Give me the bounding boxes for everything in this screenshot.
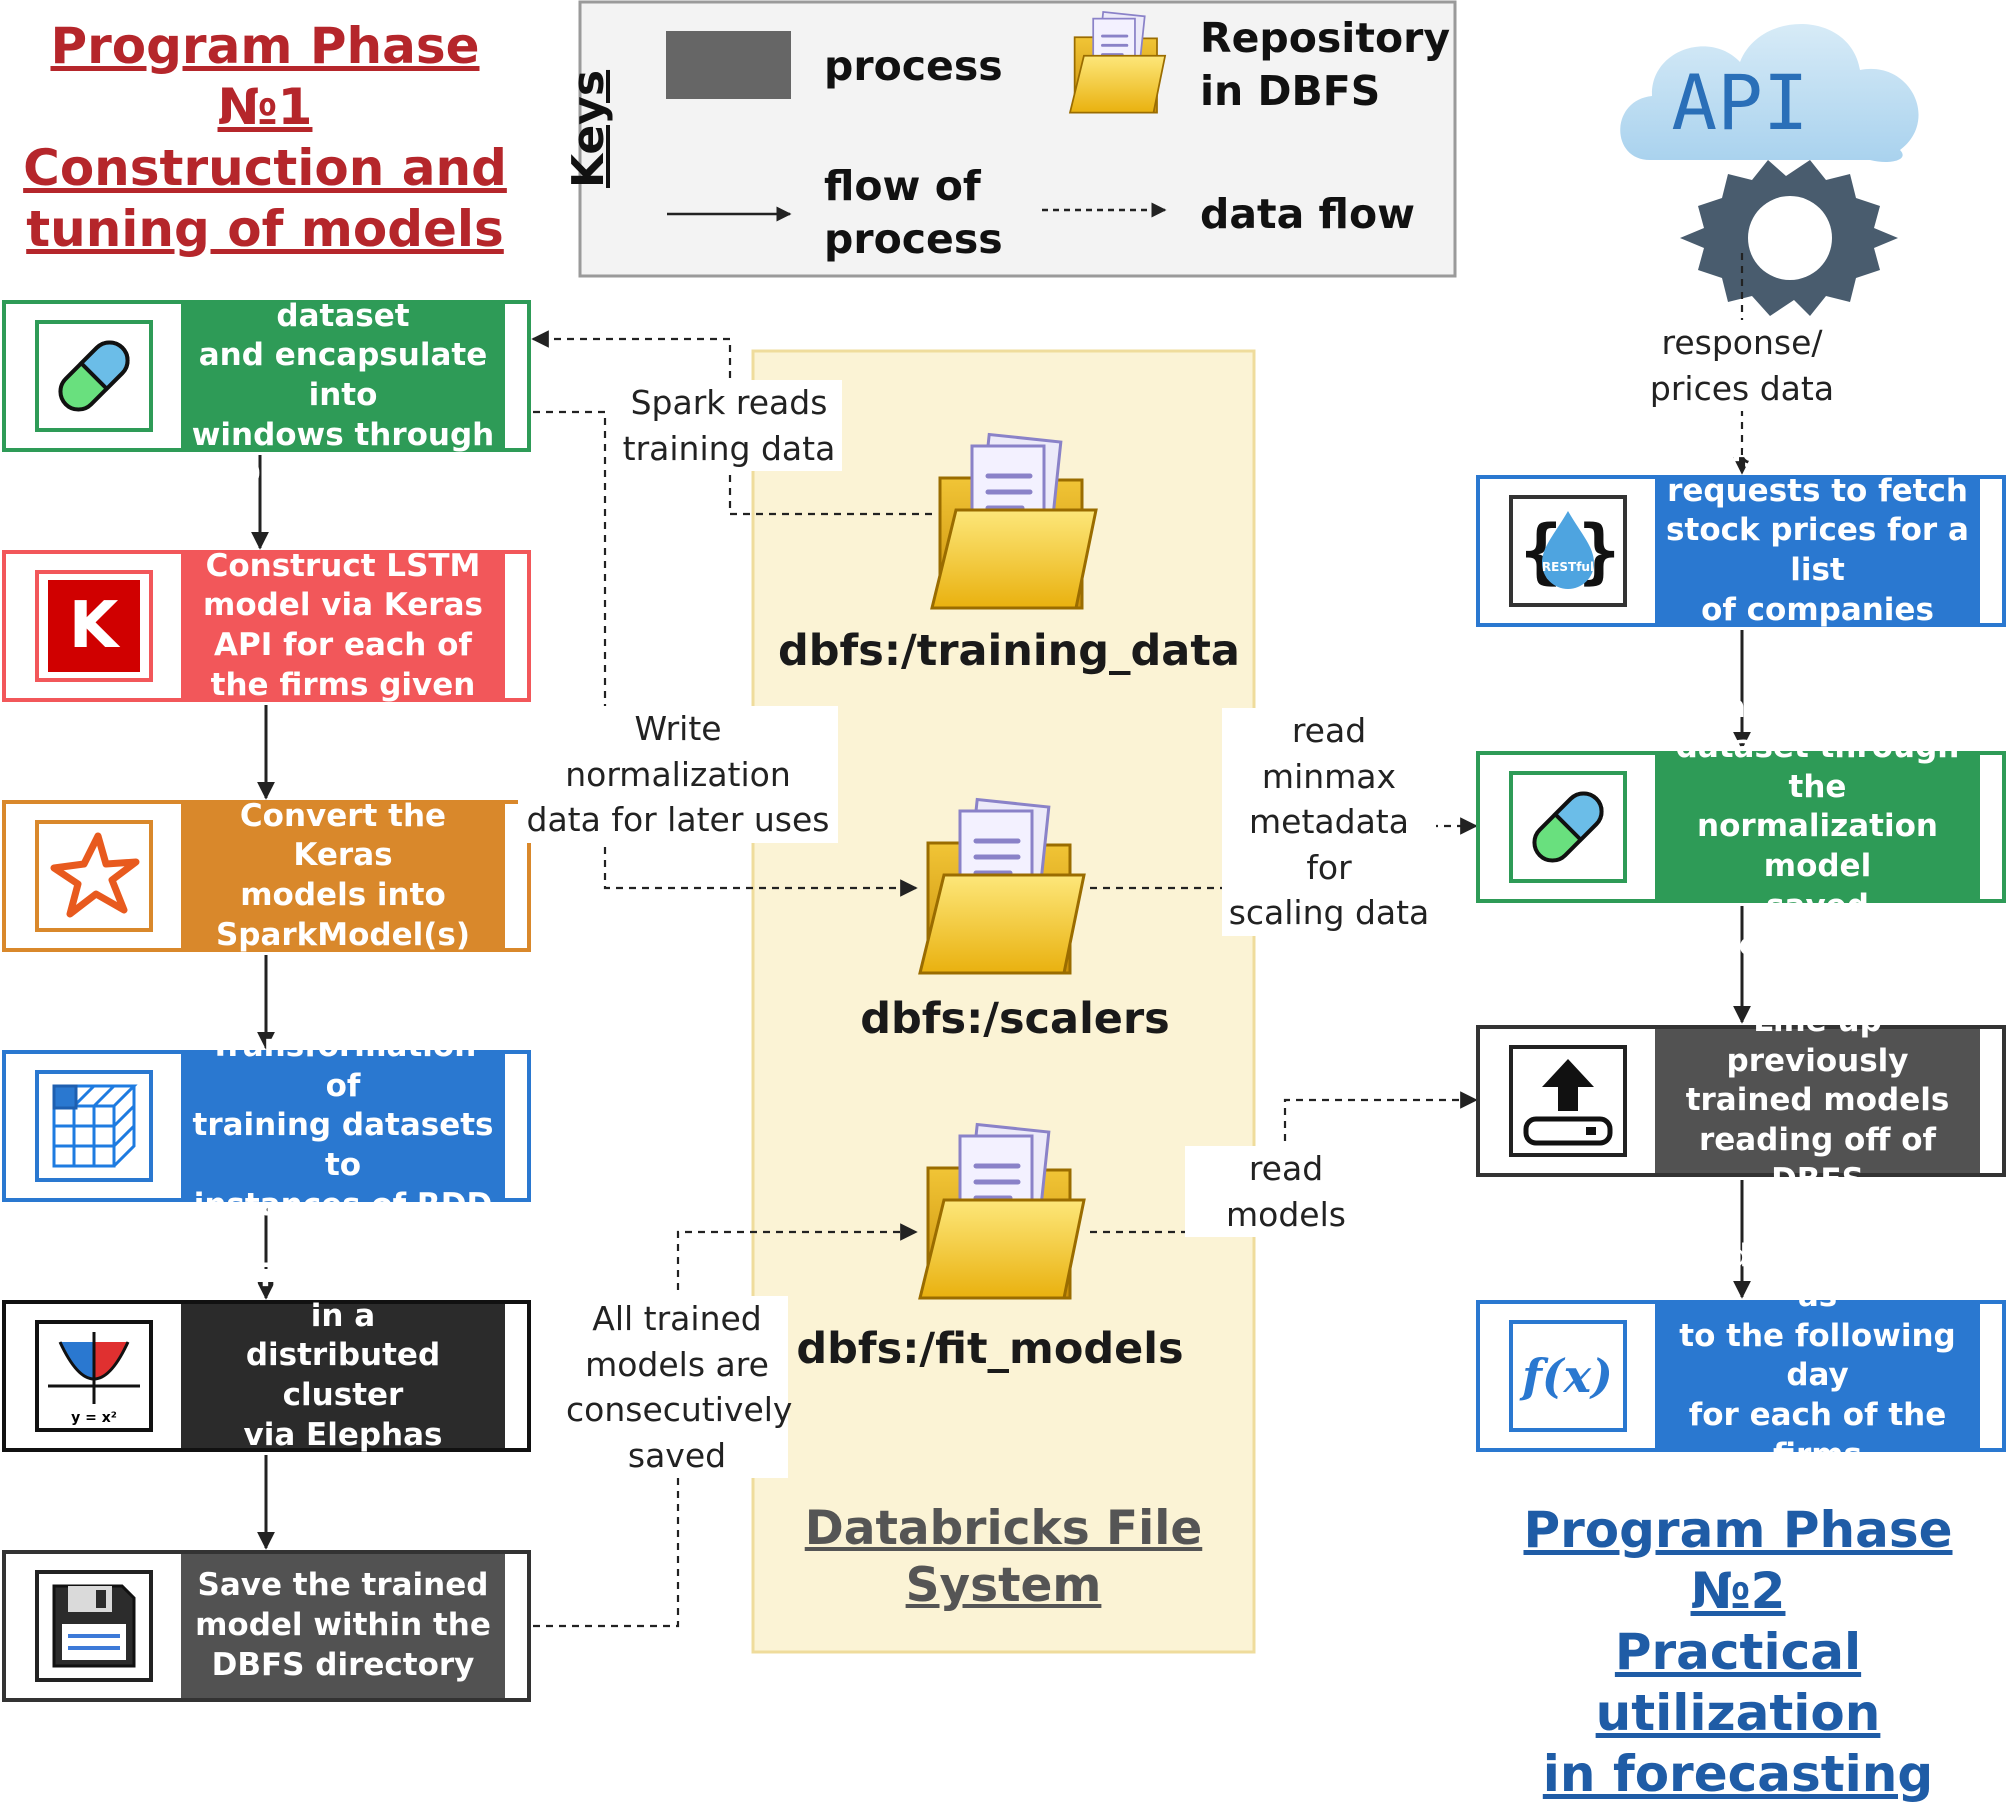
- edge-label-all-trained: All trained models are consecutively sav…: [566, 1296, 792, 1479]
- folder-label-training-data: dbfs:/training_data: [778, 626, 1240, 676]
- restful-icon: { } RESTful: [1508, 495, 1627, 607]
- step-label: Save the trained model within the DBFS d…: [195, 1567, 491, 1683]
- legend-flow-label: flow of process: [824, 162, 1003, 264]
- step-label: Convert the Keras models into SparkModel…: [215, 797, 471, 953]
- diagram-canvas: [251, 0, 1919, 1654]
- phase2-title: Program Phase №2 Practical utilization i…: [1523, 1501, 1953, 1803]
- legend-process-label: process: [824, 42, 1003, 90]
- step-normalize-dataset: Normalize dataset and encapsulate into w…: [2, 257, 531, 493]
- legend-dataflow-label: data flow: [1200, 190, 1415, 238]
- restful-label: RESTful: [1541, 560, 1593, 574]
- step-trigger-api: { } RESTful Trigger of API requests to f…: [1476, 432, 2006, 668]
- edge-label-write-normalization: Write normalization data for later uses: [518, 706, 838, 843]
- legend-title: Keys: [563, 69, 614, 188]
- step-label: Construct LSTM model via Keras API for e…: [203, 547, 483, 703]
- floppy-disk-icon: [34, 1570, 153, 1682]
- step-scale-dataset: Scale down the dataset through the norma…: [1476, 689, 2006, 964]
- formula-label: y = x²: [71, 1410, 117, 1426]
- api-cloud-icon: [1620, 23, 1919, 316]
- dbfs-title: Databricks File System: [804, 1501, 1203, 1614]
- step-label: Transformation of training datasets to i…: [192, 1027, 494, 1223]
- step-save-model: Save the trained model within the DBFS d…: [2, 1550, 531, 1702]
- step-label: Train the model in a distributed cluster…: [206, 1257, 480, 1493]
- legend-repository-label: Repository in DBFS: [1200, 14, 1451, 116]
- keras-icon: K: [34, 570, 153, 682]
- step-train-model: y = x² Train the model in a distributed …: [2, 1257, 531, 1493]
- cube-grid-icon: [34, 1070, 153, 1182]
- pill-icon: [1508, 771, 1627, 883]
- keras-letter: K: [47, 580, 140, 672]
- step-predict-revenues: f(x) Predict revenues as to the followin…: [1476, 1238, 2006, 1513]
- step-label: Trigger of API requests to fetch stock p…: [1666, 432, 1969, 668]
- function-icon: f(x): [1508, 1320, 1627, 1432]
- step-label: Normalize dataset and encapsulate into w…: [191, 257, 495, 493]
- legend-process-swatch: [666, 31, 791, 99]
- step-label: Scale down the dataset through the norma…: [1675, 689, 1960, 964]
- step-label: Line up previously trained models readin…: [1685, 1002, 1950, 1198]
- folder-label-fit-models: dbfs:/fit_models: [796, 1324, 1184, 1374]
- phase1-title: Program Phase №1 Construction and tuning…: [23, 17, 507, 258]
- pill-icon: [34, 320, 153, 432]
- step-convert-keras: Convert the Keras models into SparkModel…: [2, 797, 531, 953]
- folder-label-scalers: dbfs:/scalers: [860, 994, 1170, 1044]
- upload-icon: [1508, 1045, 1627, 1157]
- step-line-up-models: Line up previously trained models readin…: [1476, 1002, 2006, 1198]
- api-label: API: [1671, 58, 1809, 147]
- step-construct-lstm: K Construct LSTM model via Keras API for…: [2, 547, 531, 703]
- step-transform-rdd: Transformation of training datasets to i…: [2, 1027, 531, 1223]
- function-label: f(x): [1522, 1349, 1613, 1403]
- edge-label-read-minmax: read minmax metadata for scaling data: [1222, 708, 1436, 936]
- parabola-icon: y = x²: [34, 1320, 153, 1432]
- step-label: Predict revenues as to the following day…: [1669, 1238, 1966, 1513]
- edge-label-spark-reads: Spark reads training data: [616, 380, 842, 472]
- star-icon: [34, 820, 153, 932]
- edge-label-read-models: read models: [1185, 1146, 1387, 1238]
- edge-label-response-prices: response/ prices data: [1640, 320, 1844, 412]
